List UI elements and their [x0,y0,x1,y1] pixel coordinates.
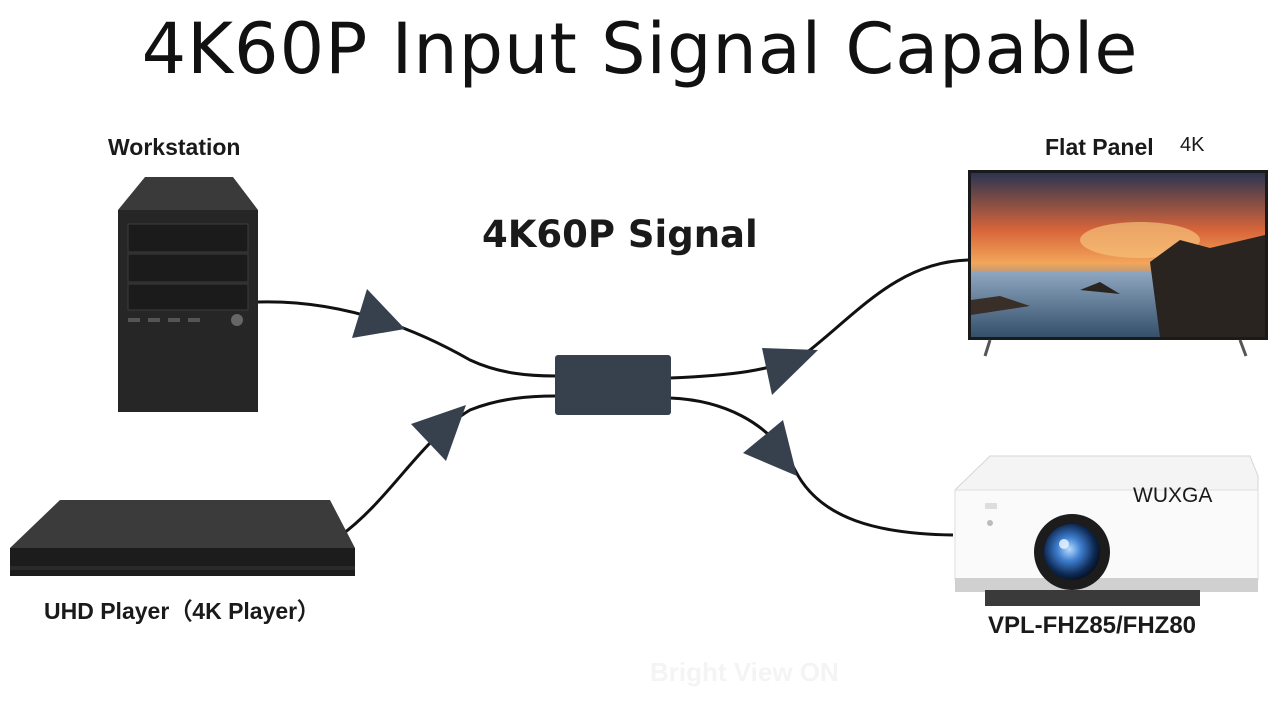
uhd-player-label: UHD Player（4K Player） [44,598,321,624]
projector-model-label: VPL-FHZ85/FHZ80 [988,612,1197,639]
uhd-player-icon [10,500,355,576]
workstation-label: Workstation [108,134,241,160]
splitter-box [555,355,671,415]
watermark: Bright View ON [650,657,839,687]
signal-label: 4K60P Signal [482,213,758,256]
arrow-workstation [352,289,405,338]
arrows [352,289,818,476]
projector-icon [954,455,1259,606]
cable-flat-panel [669,258,969,380]
cable-workstation [257,300,557,378]
page-title: 4K60P Input Signal Capable [141,8,1139,90]
arrow-uhd-player [411,405,466,461]
flat-panel-label: Flat Panel [1045,134,1154,160]
workstation-icon [118,177,258,412]
cable-projector [669,396,954,537]
arrow-projector [743,420,797,476]
flat-panel-resolution: 4K [1180,134,1205,156]
flat-panel-icon [968,170,1268,357]
projector-resolution: WUXGA [1133,484,1213,507]
arrow-flat-panel [762,348,818,395]
